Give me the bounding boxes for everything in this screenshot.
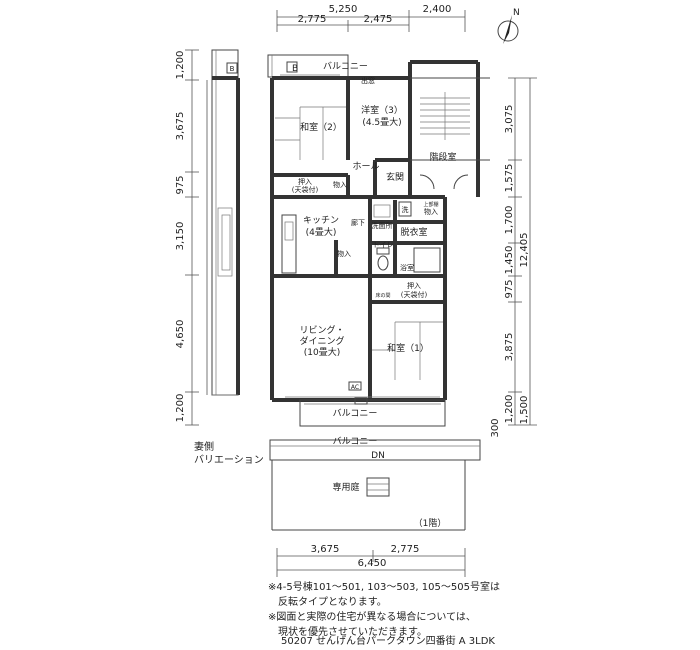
balcony-mid-label: バルコニー: [333, 408, 378, 419]
note-line-2: 反転タイプとなります。: [268, 597, 387, 608]
floor1-label: （1階）: [414, 518, 447, 529]
dim-right-2: 1,575: [504, 164, 515, 193]
senmenjo-label: 洗面所: [372, 221, 393, 230]
dim-left-3: 975: [175, 175, 186, 194]
right-dimensions: 3,075 1,575 1,700 1,450 975 3,875 1,200 …: [490, 77, 537, 438]
left-dimensions: 1,200 3,675 975 3,150 4,650 1,200: [175, 49, 199, 426]
notes: ※4-5号棟101～501, 103～503, 105～505号室は 反転タイプ…: [268, 580, 500, 640]
dim-right-3: 1,700: [504, 206, 515, 235]
oshiire-right-label: 押入: [407, 281, 421, 290]
side-title-line1: 妻側: [194, 440, 214, 453]
upper-shelf-label: 上部棚: [423, 201, 438, 208]
living-label-2: ダイニング: [299, 335, 344, 347]
monoire-top-label: 物入: [333, 180, 347, 189]
side-b-main: B: [292, 64, 298, 74]
dim-right-total: 12,405: [519, 233, 530, 268]
outdoor-unit-label: 出窓: [361, 76, 375, 85]
yokushitsu-label: 浴室: [400, 263, 414, 272]
dim-right-6: 3,875: [504, 333, 515, 362]
side-title-line2: バリエーション: [194, 454, 264, 466]
side-variation: B: [206, 49, 240, 396]
top-dimensions: 5,250 2,400 2,775 2,475: [276, 4, 466, 32]
oshiire-right-sub: (天袋付): [401, 290, 428, 299]
rouka-label: 廊下: [351, 218, 365, 227]
dim-top-right: 2,400: [423, 4, 452, 15]
dim-top-a: 2,775: [298, 14, 327, 25]
balcony-low-label: バルコニー: [333, 436, 378, 447]
dim-right-5: 975: [504, 279, 515, 298]
oshiire-top-sub: (天袋付): [292, 185, 319, 194]
dim-top-b: 2,475: [364, 14, 393, 25]
monoire-wash-label: 物入: [424, 207, 438, 216]
dim-right-4: 1,450: [504, 246, 515, 275]
fixtures: [269, 74, 481, 531]
dn-label: DN: [371, 451, 385, 461]
note-line-1: ※4-5号棟101～501, 103～503, 105～505号室は: [268, 582, 500, 593]
dim-left-1: 1,200: [175, 51, 186, 80]
north-compass-icon: N: [497, 8, 520, 44]
dim-left-4: 3,150: [175, 222, 186, 251]
dim-right-bottom-a: 300: [490, 418, 501, 437]
dim-left-2: 3,675: [175, 112, 186, 141]
plan-caption: 50207 せんげん台パークタウン四番街 A 3LDK: [281, 636, 495, 647]
genkan-label: 玄関: [386, 171, 404, 183]
oshiire-top-label: 押入: [298, 177, 312, 186]
toilet-label: トイレ: [373, 241, 394, 249]
dim-left-5: 4,650: [175, 320, 186, 349]
misc-room-label: 床の間: [375, 292, 390, 299]
dim-bottom-a: 3,675: [311, 544, 340, 555]
balcony-top-label: バルコニー: [323, 61, 368, 72]
dim-bottom-b: 2,775: [391, 544, 420, 555]
stairwell-label: 階段室: [429, 151, 456, 163]
dim-top-total: 5,250: [329, 4, 358, 15]
dim-bottom-total: 6,450: [358, 558, 387, 569]
kitchen-size: (4畳大): [306, 226, 337, 238]
dim-right-bottom-b: 1,500: [519, 396, 530, 425]
dim-right-7: 1,200: [504, 395, 515, 424]
kitchen-label: キッチン: [303, 215, 339, 226]
washitsu2-label: 和室（2）: [300, 121, 342, 133]
garden-label: 専用庭: [332, 481, 359, 493]
datsuijo-label: 脱衣室: [400, 226, 427, 238]
room-labels: バルコニー B 出窓 和室（2） 洋室（3） (4.5畳大) ホール 階段室 押…: [292, 61, 457, 529]
monoire-kitchen-label: 物入: [337, 249, 351, 258]
hall-label: ホール: [352, 161, 379, 172]
bottom-dimensions: 3,675 2,775 6,450: [276, 544, 466, 577]
youshitsu3-label: 洋室（3）: [361, 104, 403, 116]
living-label-1: リビング・: [299, 324, 344, 336]
note-line-3: ※図面と実際の住宅が異なる場合については、: [268, 612, 476, 623]
youshitsu3-size: (4.5畳大): [362, 116, 401, 128]
washitsu1-label: 和室（1）: [387, 342, 429, 354]
dim-right-1: 3,075: [504, 105, 515, 134]
washer-label: 洗: [402, 205, 409, 214]
note-line-4: 現状を優先させていただきます。: [268, 627, 427, 638]
ac-label: AC: [351, 384, 359, 391]
living-size: (10畳大): [304, 346, 340, 358]
dim-left-6: 1,200: [175, 394, 186, 423]
side-b-label: B: [230, 65, 235, 73]
compass-label: N: [513, 8, 520, 18]
